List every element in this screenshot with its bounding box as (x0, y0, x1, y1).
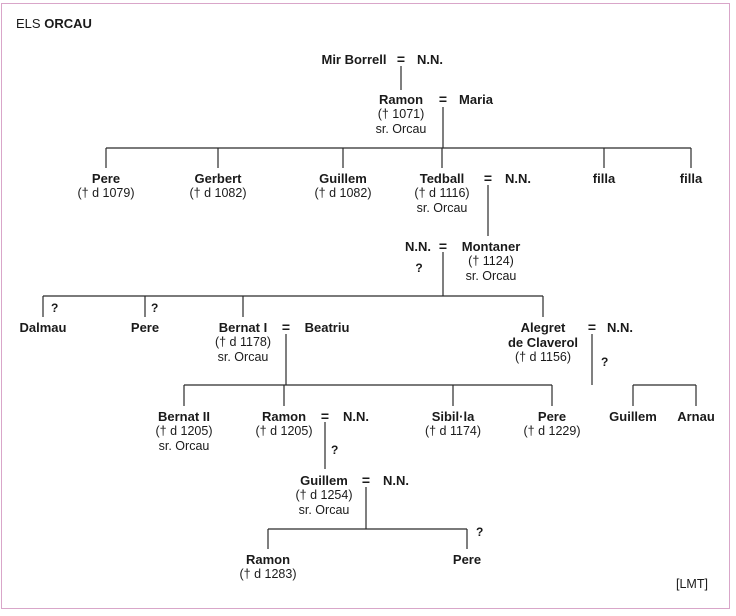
person-bernat-ii-title: sr. Orcau (158, 439, 210, 453)
spouse-mark: = (438, 91, 448, 107)
spouse-mark: = (438, 238, 448, 254)
source-citation: [LMT] (676, 577, 708, 591)
person-ramon-title: sr. Orcau (375, 122, 427, 136)
person-nn: N.N. (343, 409, 369, 424)
person-alegret-name: Alegret (520, 320, 566, 335)
person-ramon-dates: († d 1283) (239, 567, 297, 581)
spouse-mark: = (587, 319, 597, 335)
person-montaner-dates: († 1124) (468, 254, 514, 268)
person-montaner-name: Montaner (461, 239, 521, 254)
unknown-mark: ? (415, 261, 423, 275)
person-nn: N.N. (383, 473, 409, 488)
person-pere: Pere (452, 552, 482, 567)
unknown-mark: ? (51, 301, 59, 315)
person-tedball-title: sr. Orcau (416, 201, 468, 215)
person-gerbert-dates: († d 1082) (189, 186, 247, 200)
person-pere-dates: († d 1079) (77, 186, 135, 200)
person-ramon-name: Ramon (261, 409, 307, 424)
person-pere-name: Pere (91, 171, 121, 186)
spouse-mark: = (281, 319, 291, 335)
person-ramon-dates: († 1071) (377, 107, 425, 121)
person-bernat-i-title: sr. Orcau (217, 350, 269, 364)
person-pere-name: Pere (537, 409, 567, 424)
person-guillem-title: sr. Orcau (298, 503, 350, 517)
person-guillem-dates: († d 1254) (295, 488, 353, 502)
person-alegret-dates: († d 1156) (514, 350, 572, 364)
person-bernat-ii-dates: († d 1205) (155, 424, 213, 438)
person-mir-borrell: Mir Borrell (321, 52, 387, 67)
title-family-name: ORCAU (44, 16, 92, 31)
person-montaner-title: sr. Orcau (465, 269, 517, 283)
title-prefix: ELS (16, 16, 41, 31)
spouse-mark: = (483, 170, 493, 186)
person-nn: N.N. (405, 239, 431, 254)
person-alegret-name2: de Claverol (507, 335, 579, 350)
person-pere: Pere (130, 320, 160, 335)
person-nn: N.N. (607, 320, 633, 335)
spouse-mark: = (361, 472, 371, 488)
person-gerbert-name: Gerbert (194, 171, 242, 186)
person-ramon-name: Ramon (378, 92, 424, 107)
unknown-mark: ? (476, 525, 484, 539)
person-guillem-name: Guillem (319, 171, 367, 186)
person-bernat-i-name: Bernat I (218, 320, 268, 335)
spouse-mark: = (320, 408, 330, 424)
person-ramon-name: Ramon (245, 552, 291, 567)
person-bernat-ii-name: Bernat II (157, 409, 211, 424)
person-guillem: Guillem (609, 409, 657, 424)
person-beatriu: Beatriu (304, 320, 350, 335)
person-sibilla-dates: († d 1174) (424, 424, 482, 438)
unknown-mark: ? (331, 443, 339, 457)
diagram-frame (1, 3, 730, 609)
person-bernat-i-dates: († d 1178) (214, 335, 272, 349)
diagram-title: ELS ORCAU (16, 17, 92, 30)
person-sibilla-name: Sibil·la (431, 409, 475, 424)
person-filla: filla (679, 171, 703, 186)
person-ramon-dates: († d 1205) (255, 424, 313, 438)
person-tedball-dates: († d 1116) (414, 186, 470, 200)
person-nn: N.N. (417, 52, 443, 67)
person-dalmau: Dalmau (19, 320, 67, 335)
person-guillem-name: Guillem (300, 473, 348, 488)
unknown-mark: ? (151, 301, 159, 315)
unknown-mark: ? (601, 355, 609, 369)
person-nn: N.N. (505, 171, 531, 186)
person-filla: filla (592, 171, 616, 186)
person-pere-dates: († d 1229) (523, 424, 581, 438)
person-maria: Maria (459, 92, 493, 107)
person-tedball-name: Tedball (419, 171, 465, 186)
spouse-mark: = (396, 51, 406, 67)
person-arnau: Arnau (677, 409, 715, 424)
person-guillem-dates: († d 1082) (314, 186, 372, 200)
